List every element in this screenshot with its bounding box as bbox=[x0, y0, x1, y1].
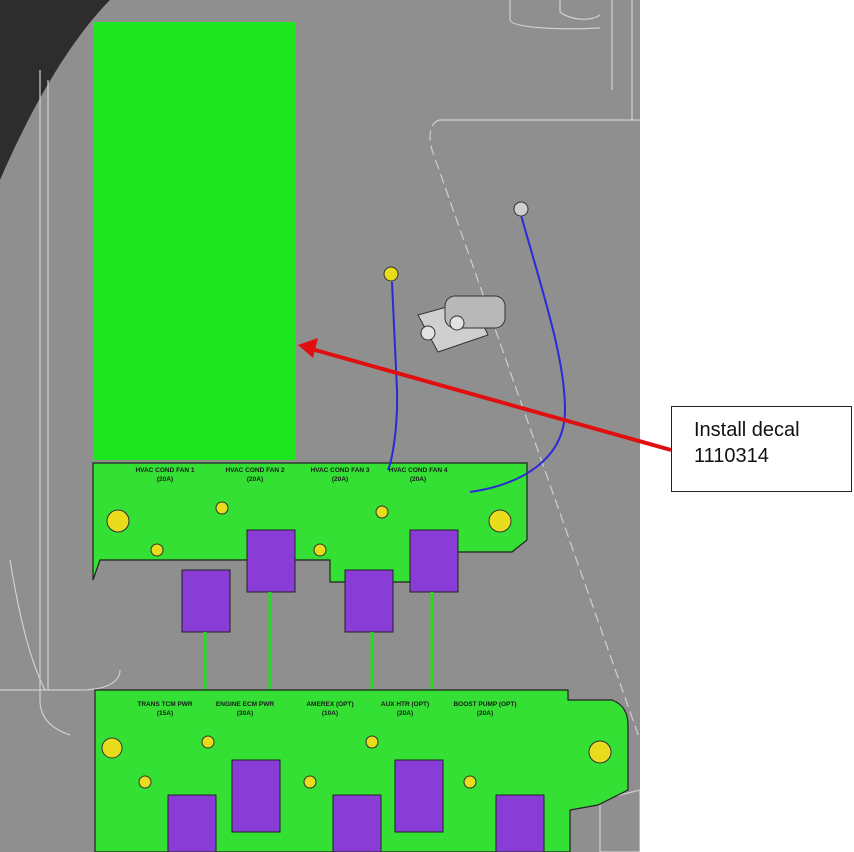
fuse-rating: (20A) bbox=[247, 476, 263, 483]
ring-terminal bbox=[383, 266, 399, 282]
ring-terminal bbox=[513, 201, 529, 217]
fuse-rating: (30A) bbox=[237, 710, 253, 717]
panel-outlines bbox=[0, 0, 640, 852]
relay bbox=[332, 794, 382, 852]
fuse-label: ENGINE ECM PWR bbox=[216, 701, 274, 708]
fuse-label: HVAC COND FAN 1 bbox=[135, 467, 194, 474]
relay bbox=[246, 529, 296, 593]
relay bbox=[495, 794, 545, 852]
upper-fuse-block bbox=[92, 462, 528, 633]
fuse-label: HVAC COND FAN 3 bbox=[310, 467, 369, 474]
fuse-rating: (15A) bbox=[157, 710, 173, 717]
fuse-label: BOOST PUMP (OPT) bbox=[453, 701, 516, 708]
fuse-label: HVAC COND FAN 2 bbox=[225, 467, 284, 474]
fuse-label: AMEREX (OPT) bbox=[306, 701, 353, 708]
fuse-rating: (20A) bbox=[477, 710, 493, 717]
green-wires bbox=[203, 592, 434, 690]
fuse-rating: (10A) bbox=[322, 710, 338, 717]
lower-fuse-labels: TRANS TCM PWR (15A) ENGINE ECM PWR (30A)… bbox=[137, 701, 516, 717]
fuse-label: TRANS TCM PWR bbox=[137, 701, 193, 708]
relay bbox=[167, 794, 217, 852]
dark-duct-shape bbox=[0, 0, 110, 180]
callout-line-1: Install decal bbox=[694, 419, 800, 441]
decal-area bbox=[93, 22, 296, 460]
wiring-diagram: HVAC COND FAN 1 (20A) HVAC COND FAN 2 (2… bbox=[0, 0, 640, 852]
fuse-label: AUX HTR (OPT) bbox=[381, 701, 429, 708]
callout-box: Install decal 1110314 bbox=[671, 406, 852, 492]
lower-fuse-block bbox=[94, 689, 629, 852]
relay bbox=[409, 529, 459, 593]
fuse-label: HVAC COND FAN 4 bbox=[388, 467, 447, 474]
callout-line-2: 1110314 bbox=[694, 445, 769, 467]
fuse-rating: (20A) bbox=[397, 710, 413, 717]
fuse-rating: (20A) bbox=[157, 476, 173, 483]
upper-fuse-labels: HVAC COND FAN 1 (20A) HVAC COND FAN 2 (2… bbox=[135, 467, 447, 483]
fuse-rating: (20A) bbox=[332, 476, 348, 483]
relay bbox=[181, 569, 231, 633]
relay bbox=[394, 759, 444, 833]
fuse-rating: (20A) bbox=[410, 476, 426, 483]
bracket bbox=[417, 295, 506, 353]
relay bbox=[344, 569, 394, 633]
relay bbox=[231, 759, 281, 833]
